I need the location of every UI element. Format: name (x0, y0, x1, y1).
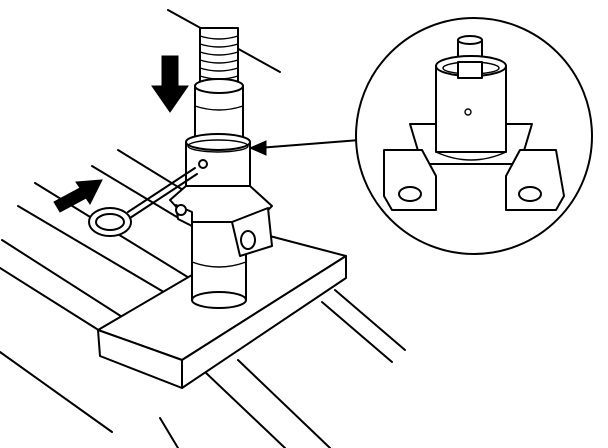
mounting-bracket (169, 185, 273, 257)
detail-flange-curve (435, 151, 507, 161)
detail-pin-lower (457, 61, 483, 79)
sleeve-groove (194, 105, 244, 111)
pin-ring-inner (95, 213, 125, 231)
detail-pin-top (457, 35, 483, 45)
leader-line (257, 139, 361, 149)
collar-ring (187, 139, 249, 153)
collar-hole (198, 159, 208, 169)
bracket-left-hole (175, 204, 187, 216)
shaft-base (191, 291, 247, 309)
pin-rod-edge (129, 173, 198, 219)
thread-ridges (199, 35, 239, 80)
plate-side-face (181, 255, 347, 389)
insert-arrow-icon (53, 179, 103, 213)
rail-line (334, 289, 406, 351)
rail-line (0, 351, 113, 433)
detail-leader-arrow (248, 139, 361, 156)
pin-insert-arrow (53, 179, 103, 213)
rail-line (159, 417, 179, 448)
ring-locking-pin (88, 167, 198, 237)
magnified-bracket-detail (355, 17, 593, 255)
downward-press-arrow (151, 55, 189, 113)
pin-rod (127, 167, 196, 213)
down-arrow-icon (151, 55, 189, 113)
bracket-ear-hole (240, 230, 256, 250)
threaded-upper-shaft (199, 27, 239, 87)
lower-shaft-band (191, 261, 247, 268)
rail-line (0, 267, 109, 337)
rail-line (321, 301, 393, 363)
detail-right-hole (518, 186, 542, 202)
rail-line (204, 371, 286, 448)
leader-arrowhead (248, 140, 267, 156)
upper-sleeve (194, 85, 244, 141)
rail-line (237, 359, 331, 448)
collar-top (185, 133, 251, 151)
rail-line (1, 239, 131, 323)
detail-sleeve-hole (464, 108, 472, 116)
detail-left-hole (398, 186, 422, 202)
upper-sleeve-top (194, 78, 244, 94)
detail-left-ear (383, 149, 437, 211)
